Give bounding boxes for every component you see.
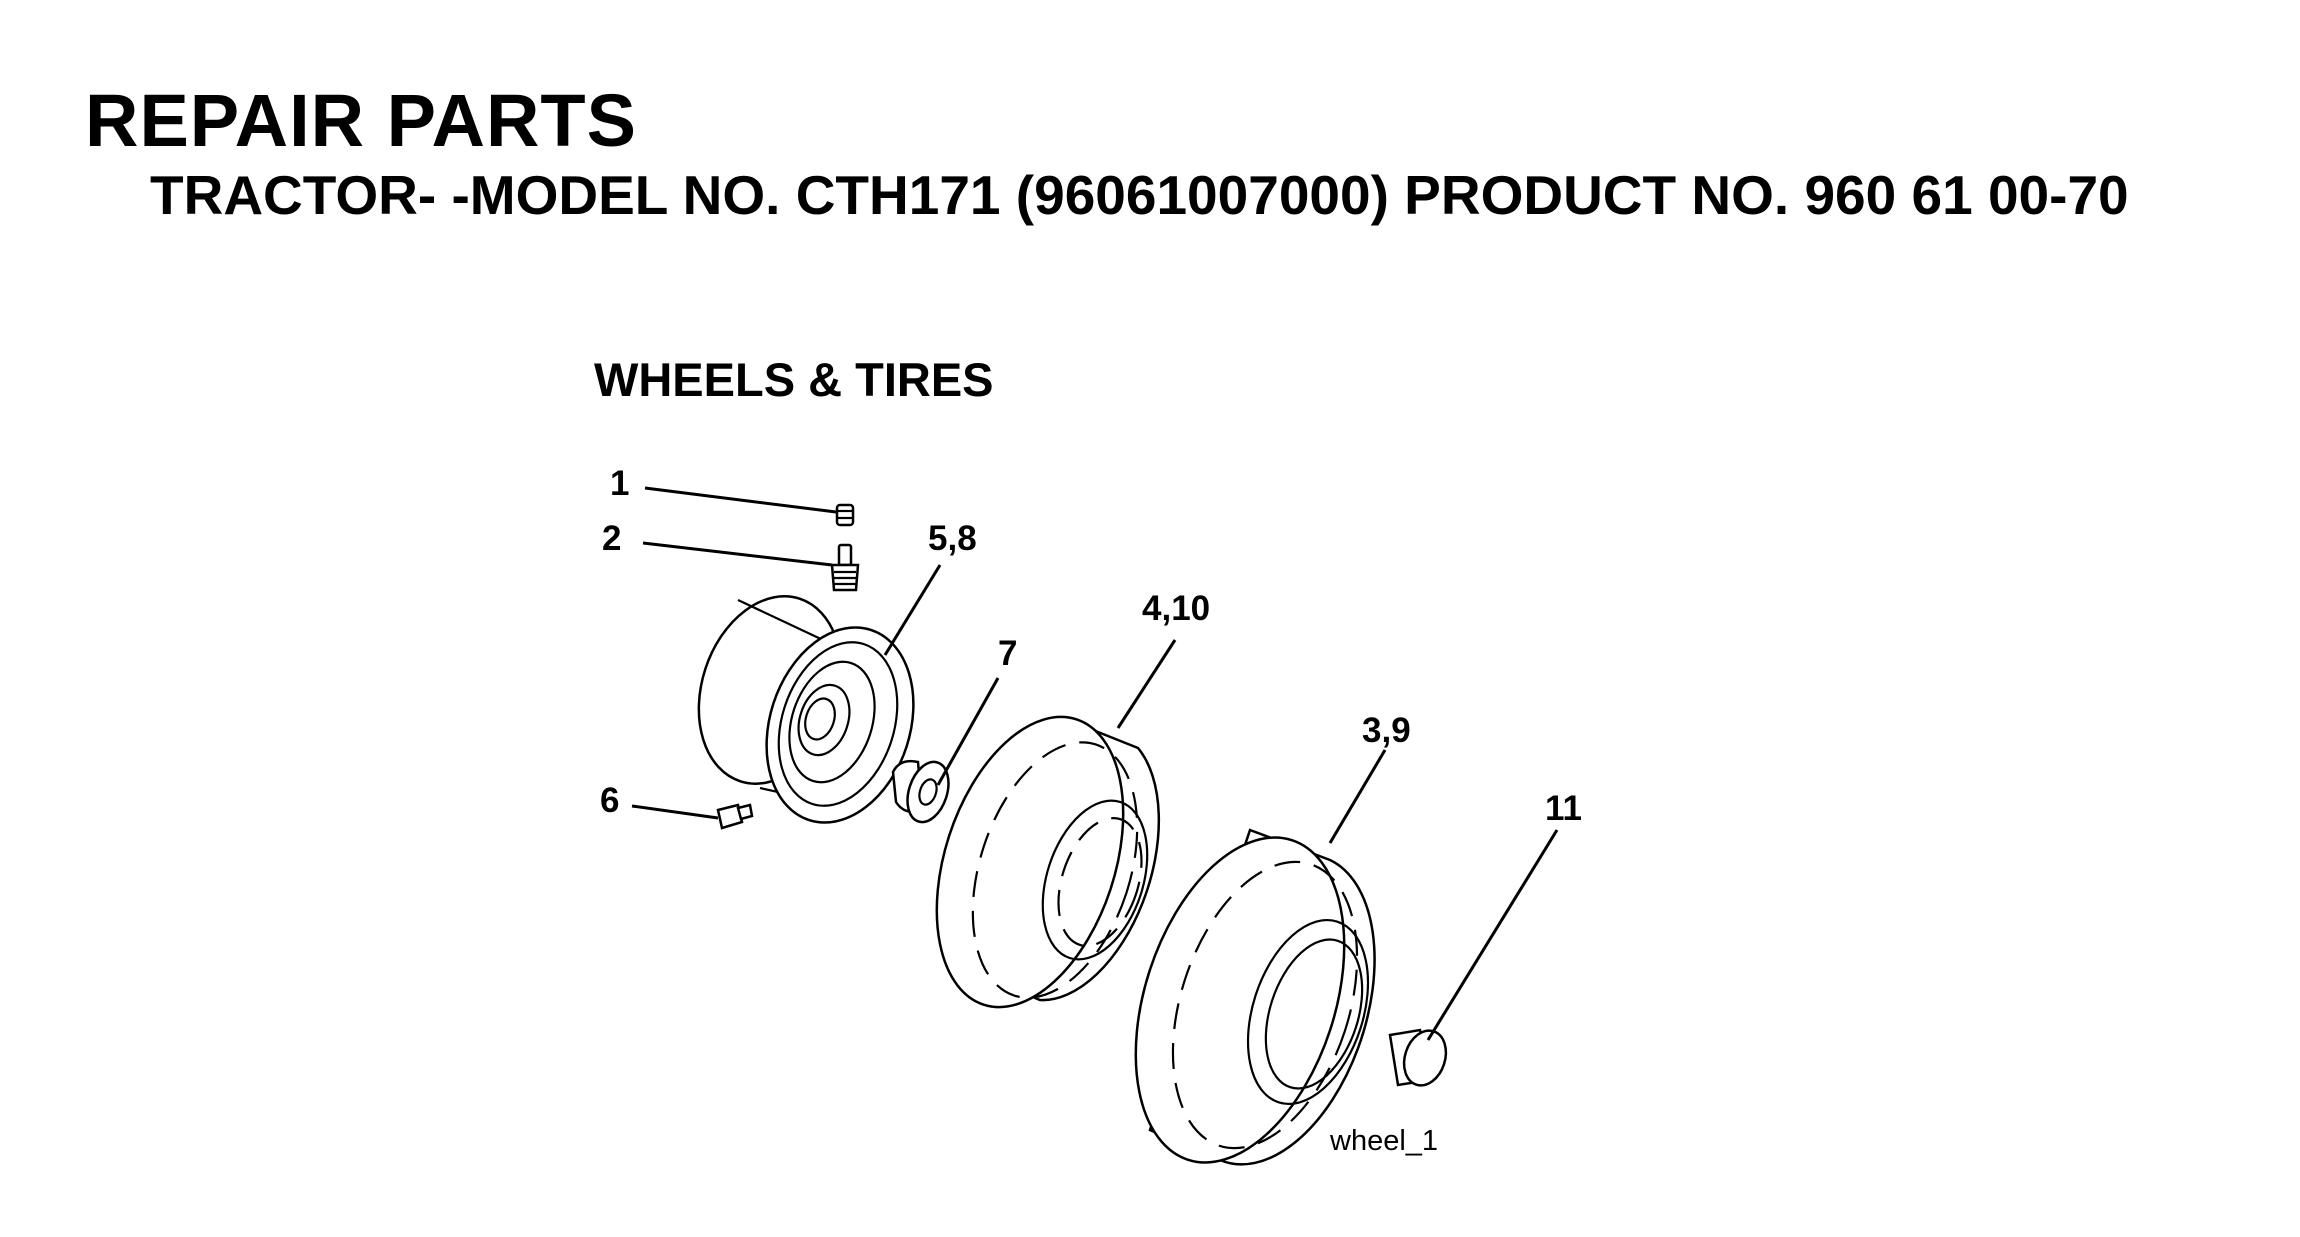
grease-fitting-part xyxy=(716,803,754,830)
callout-label: 11 xyxy=(1545,789,1582,828)
rim-part xyxy=(697,595,915,824)
leader-line-4-10 xyxy=(1116,639,1177,729)
leader-line-11 xyxy=(1426,829,1559,1041)
model-subtitle: TRACTOR- -MODEL NO. CTH171 (96061007000)… xyxy=(150,164,2129,226)
callout-label: 3,9 xyxy=(1362,711,1411,750)
hub-cap-part xyxy=(1388,1028,1448,1087)
front-tire-part xyxy=(935,715,1161,1009)
callout-label: 7 xyxy=(998,634,1017,673)
leader-line-5-8 xyxy=(883,564,942,656)
page-title: REPAIR PARTS xyxy=(85,79,637,162)
leader-line-1 xyxy=(644,486,837,514)
callout-label: 2 xyxy=(602,519,621,558)
bushing-part xyxy=(891,759,950,824)
rear-tire-part xyxy=(1134,828,1376,1166)
figure-id: wheel_1 xyxy=(1329,1125,1438,1157)
leader-line-2 xyxy=(642,541,833,567)
callout-label: 6 xyxy=(600,781,619,820)
leader-line-6 xyxy=(631,804,719,820)
callout-label: 1 xyxy=(610,464,629,503)
valve-stem-part xyxy=(830,543,860,592)
callout-label: 4,10 xyxy=(1142,589,1210,628)
section-title: WHEELS & TIRES xyxy=(594,353,994,406)
callout-label: 5,8 xyxy=(928,519,977,558)
leader-line-7 xyxy=(936,677,1000,786)
valve-cap-part xyxy=(835,503,855,527)
leader-line-3-9 xyxy=(1328,749,1387,844)
